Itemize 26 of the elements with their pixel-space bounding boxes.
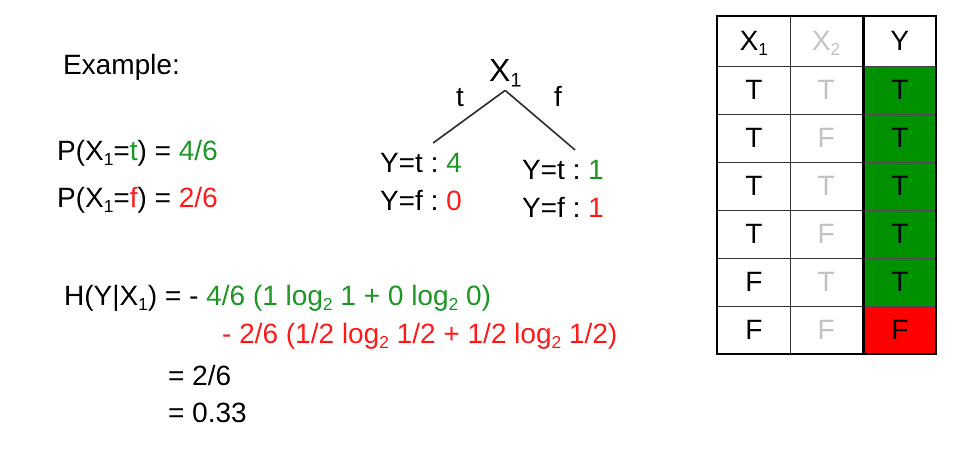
table-cell: F — [863, 306, 936, 354]
probability-formula: P(X$_{1}$=t) = 4/6 — [57, 134, 218, 168]
entropy-formula-line: = 2/6 — [168, 359, 232, 393]
table-cell: T — [717, 66, 790, 114]
entropy-formula-line: H(Y|X$_{1}$) = - 4/6 (1 log$_{2}$ 1 + 0 log$_{2}$ 0) — [64, 279, 491, 313]
table-cell: T — [863, 210, 936, 258]
table-cell: T — [863, 162, 936, 210]
table-cell: T — [863, 114, 936, 162]
entropy-formula-line: = 0.33 — [168, 396, 247, 430]
table-cell: T — [717, 162, 790, 210]
count-line: Y=t : 1 — [522, 153, 604, 187]
table-cell: F — [717, 258, 790, 306]
tree-branch — [432, 90, 506, 144]
table-cell: T — [863, 258, 936, 306]
count-line: Y=f : 1 — [522, 191, 604, 225]
entropy-formula-line: - 2/6 (1/2 log$_{2}$ 1/2 + 1/2 log$_{2}$ 1/2) — [222, 317, 618, 351]
tree-root-label: X$_{1}$ — [489, 51, 522, 90]
count-line: Y=f : 0 — [380, 184, 462, 218]
table-cell: T — [717, 114, 790, 162]
tree-branch — [504, 90, 576, 151]
slide-title: Example: — [63, 48, 180, 82]
column-header: X$_{1}$ — [717, 16, 790, 66]
count-line: Y=t : 4 — [380, 146, 462, 180]
table-cell: T — [863, 66, 936, 114]
probability-formula: P(X$_{1}$=f) = 2/6 — [57, 181, 218, 215]
table-cell: T — [717, 210, 790, 258]
